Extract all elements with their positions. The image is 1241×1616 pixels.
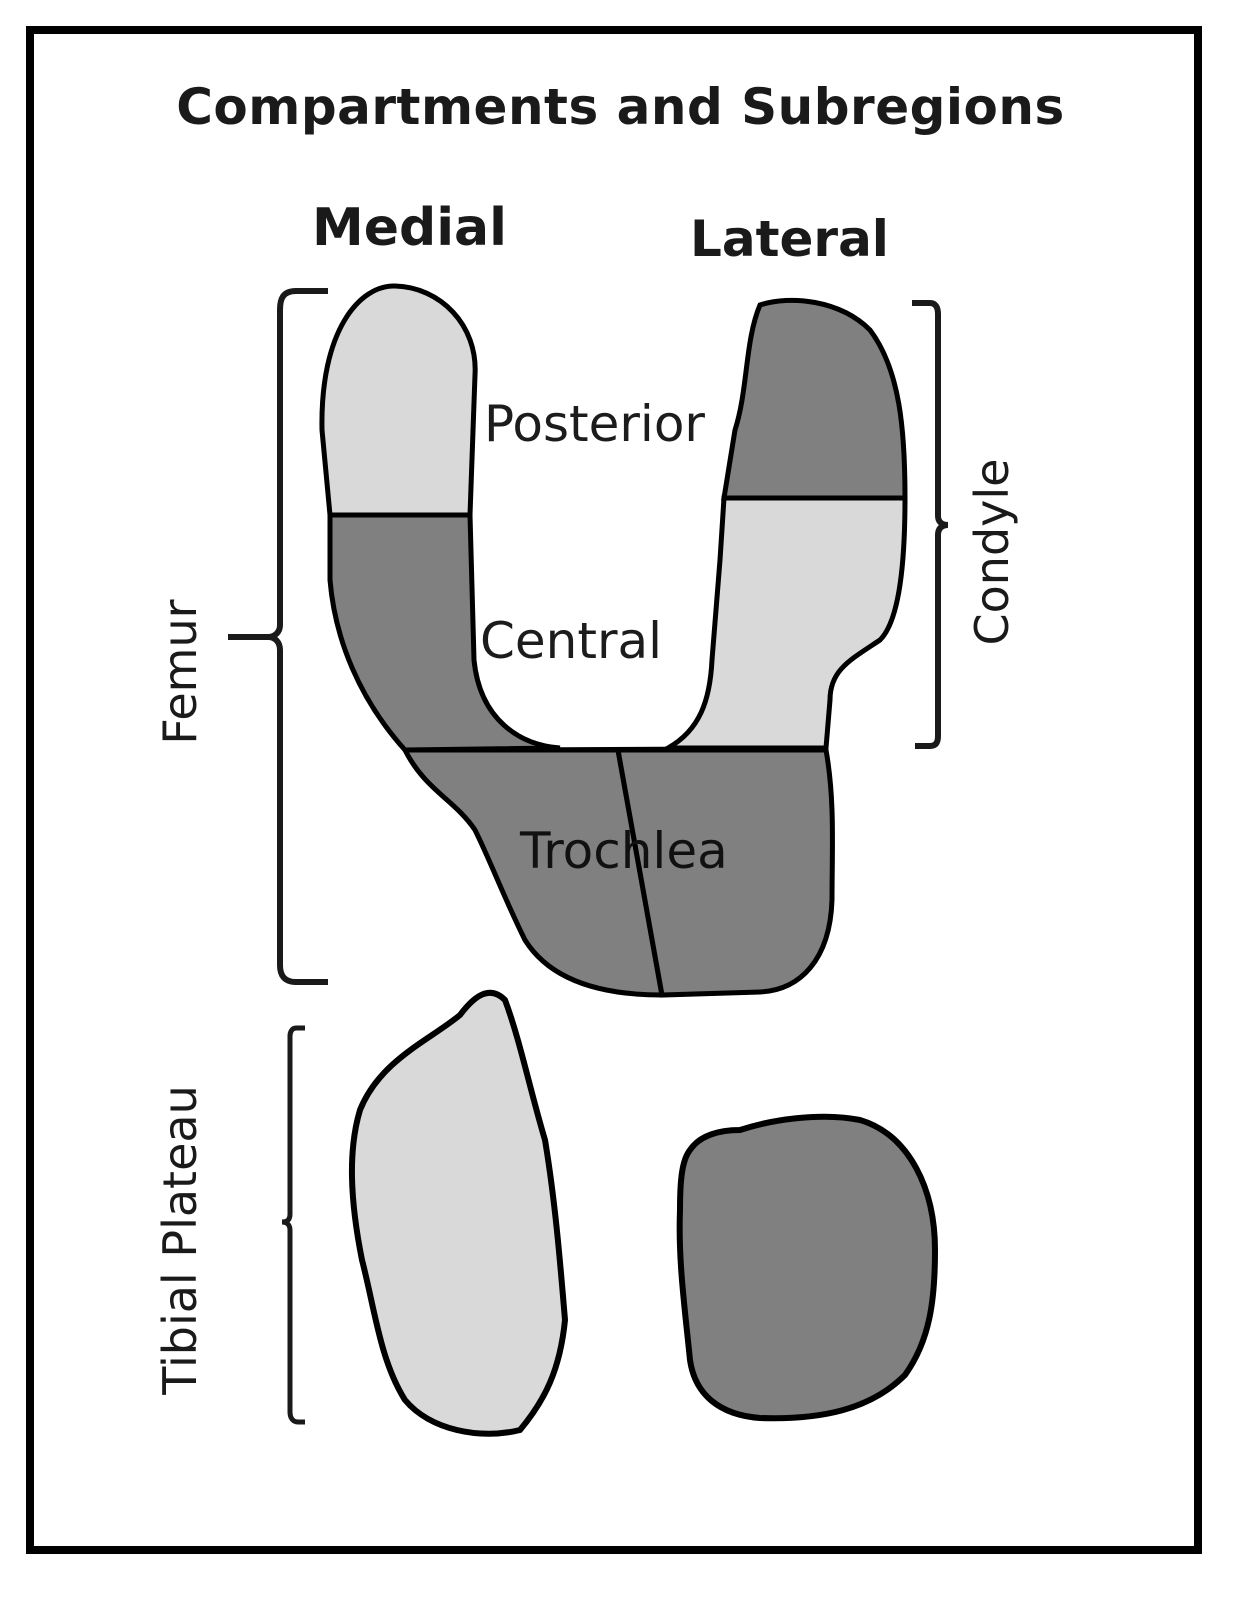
medial-column-label: Medial	[312, 198, 507, 258]
femur-bracket	[228, 288, 328, 985]
condyle-bracket	[912, 300, 949, 749]
central-trochlea-divider	[404, 746, 827, 752]
tibial-lateral-plateau	[676, 1113, 939, 1422]
diagram-title: Compartments and Subregions	[176, 78, 1065, 136]
posterior-region-label: Posterior	[484, 395, 705, 453]
tibial-plateau-bracket	[281, 1025, 305, 1425]
femur-label: Femur	[153, 599, 207, 744]
medial-posterior-region	[319, 283, 478, 518]
condyle-label: Condyle	[965, 459, 1019, 646]
trochlea-split-line	[616, 749, 664, 996]
femur-shape	[319, 283, 908, 998]
tibial-medial-plateau	[348, 989, 569, 1437]
trochlea-medial-region	[400, 747, 665, 998]
lateral-column-label: Lateral	[690, 210, 889, 268]
central-region-label: Central	[480, 612, 663, 670]
tibial-plateau-label: Tibial Plateau	[153, 1085, 207, 1395]
lateral-central-region	[658, 495, 908, 751]
lateral-posterior-region	[721, 297, 908, 501]
trochlea-region-label: Trochlea	[520, 822, 728, 880]
trochlea-lateral-region	[615, 747, 835, 998]
